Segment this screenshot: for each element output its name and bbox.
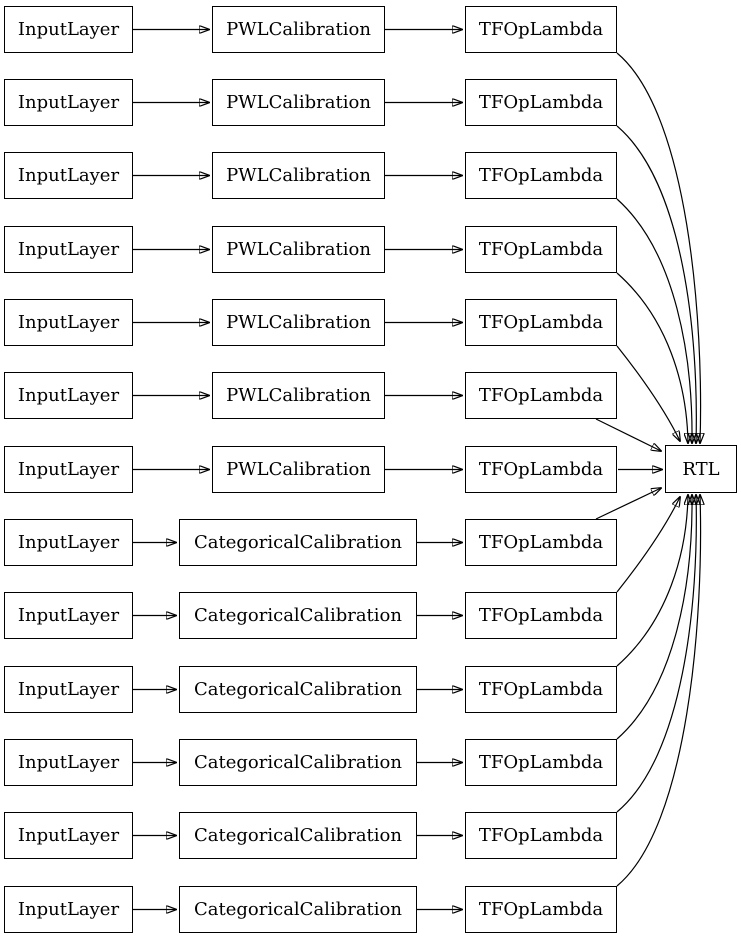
categoricalcalibration-node: CategoricalCalibration — [179, 592, 417, 639]
pwlcalibration-node: PWLCalibration — [212, 79, 385, 126]
pwlcalibration-node: PWLCalibration — [212, 152, 385, 199]
inputlayer-node: InputLayer — [4, 79, 133, 126]
categoricalcalibration-node: CategoricalCalibration — [179, 666, 417, 713]
inputlayer-node: InputLayer — [4, 592, 133, 639]
categoricalcalibration-node: CategoricalCalibration — [179, 886, 417, 933]
pwlcalibration-node: PWLCalibration — [212, 299, 385, 346]
inputlayer-node: InputLayer — [4, 6, 133, 53]
tfoplambda-node: TFOpLambda — [465, 886, 617, 933]
row-arrows — [133, 30, 462, 910]
inputlayer-node: InputLayer — [4, 519, 133, 566]
pwlcalibration-node: PWLCalibration — [212, 226, 385, 273]
inputlayer-node: InputLayer — [4, 152, 133, 199]
tfoplambda-node: TFOpLambda — [465, 6, 617, 53]
tfoplambda-node: TFOpLambda — [465, 446, 617, 493]
inputlayer-node: InputLayer — [4, 372, 133, 419]
tfoplambda-node: TFOpLambda — [465, 739, 617, 786]
rtl-node: RTL — [665, 445, 737, 493]
categoricalcalibration-node: CategoricalCalibration — [179, 812, 417, 859]
inputlayer-node: InputLayer — [4, 666, 133, 713]
tfoplambda-node: TFOpLambda — [465, 519, 617, 566]
tfoplambda-node: TFOpLambda — [465, 79, 617, 126]
tfoplambda-node: TFOpLambda — [465, 299, 617, 346]
tfoplambda-node: TFOpLambda — [465, 812, 617, 859]
inputlayer-node: InputLayer — [4, 739, 133, 786]
pwlcalibration-node: PWLCalibration — [212, 372, 385, 419]
tfoplambda-node: TFOpLambda — [465, 152, 617, 199]
categoricalcalibration-node: CategoricalCalibration — [179, 519, 417, 566]
tfoplambda-node: TFOpLambda — [465, 666, 617, 713]
pwlcalibration-node: PWLCalibration — [212, 6, 385, 53]
inputlayer-node: InputLayer — [4, 226, 133, 273]
inputlayer-node: InputLayer — [4, 299, 133, 346]
pwlcalibration-node: PWLCalibration — [212, 446, 385, 493]
tfoplambda-node: TFOpLambda — [465, 372, 617, 419]
merge-arrows — [595, 52, 701, 887]
tfoplambda-node: TFOpLambda — [465, 226, 617, 273]
inputlayer-node: InputLayer — [4, 886, 133, 933]
tfoplambda-node: TFOpLambda — [465, 592, 617, 639]
inputlayer-node: InputLayer — [4, 446, 133, 493]
categoricalcalibration-node: CategoricalCalibration — [179, 739, 417, 786]
inputlayer-node: InputLayer — [4, 812, 133, 859]
